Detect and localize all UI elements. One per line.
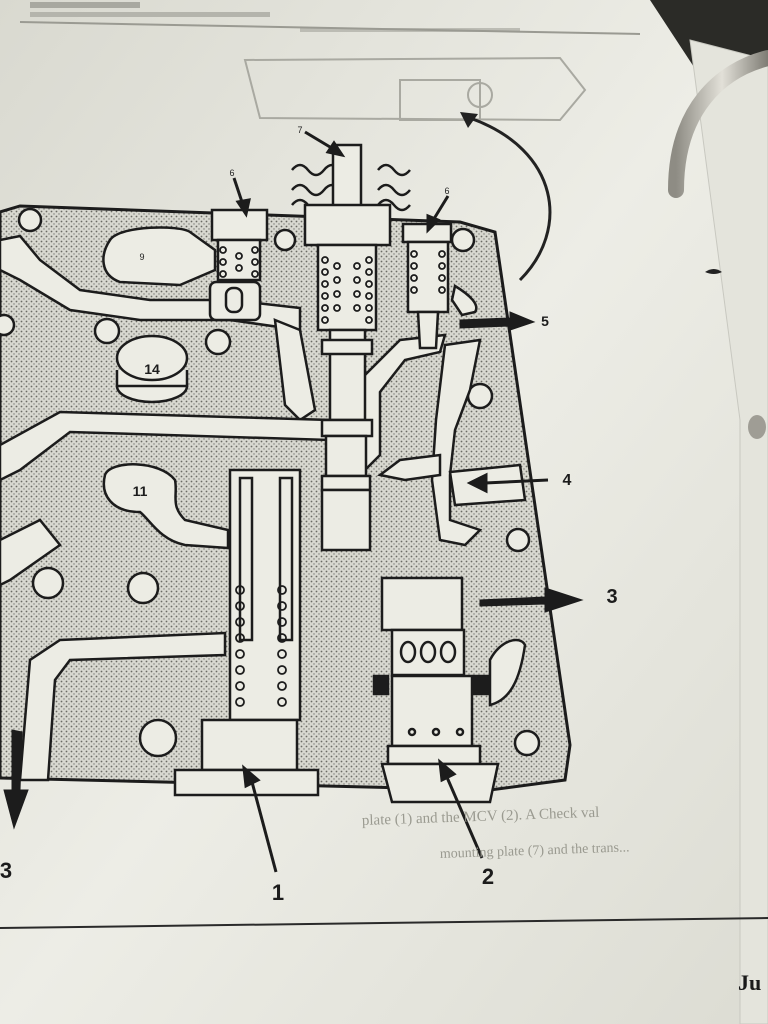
callout-1: 1: [272, 880, 284, 905]
mcv-valve-2: [372, 576, 500, 804]
callout-11: 11: [133, 483, 148, 499]
page-header: [19, 2, 641, 35]
binder-hole: [705, 269, 722, 274]
inset-sketch: [243, 56, 587, 122]
callout-6-right: 6: [444, 186, 449, 196]
callout-14: 14: [144, 361, 160, 377]
leader-arrows: [3, 130, 584, 873]
callout-4: 4: [563, 472, 572, 489]
right-check-valve: [401, 222, 453, 350]
pocket-14: [115, 334, 189, 404]
callout-3-right: 3: [606, 586, 617, 608]
binder-ring: [668, 50, 768, 439]
bleed-text-line2: mounting plate (7) and the trans...: [440, 840, 630, 862]
callout-9: 9: [139, 252, 144, 262]
page-corner-text: Ju: [738, 970, 761, 995]
relief-valve-1: [173, 468, 320, 797]
pocket-11: [102, 463, 230, 550]
inset-pointer-arrow: [469, 116, 552, 282]
callout-5: 5: [541, 313, 549, 329]
bolt-holes: [0, 207, 541, 758]
callout-2: 2: [482, 864, 494, 889]
callout-7: 7: [297, 125, 302, 135]
page-rule: [0, 917, 768, 929]
left-check-valve: [208, 208, 269, 322]
callout-3-left: 3: [0, 858, 12, 883]
center-spool-valve: [291, 143, 411, 552]
callout-6-left: 6: [229, 168, 234, 178]
